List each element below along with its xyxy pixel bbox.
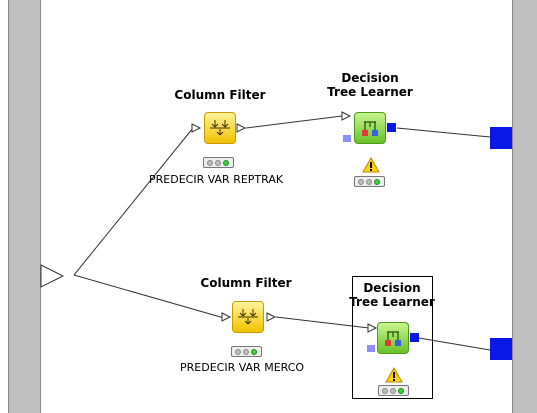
- node-title-cf2: Column Filter: [196, 276, 296, 290]
- cf1-output-port: [236, 123, 247, 133]
- cf1-input-port: [191, 123, 202, 133]
- connection-cf2-to-dt2: [275, 316, 370, 329]
- column-filter-icon: [210, 120, 230, 136]
- metanode-output-port-1[interactable]: [490, 127, 512, 149]
- connection-dt1-to-out1: [396, 127, 491, 138]
- column-filter-node[interactable]: [232, 301, 264, 333]
- node-title-line: Tree Learner: [327, 85, 413, 99]
- cf2-input-port: [221, 312, 232, 322]
- column-filter-node[interactable]: [204, 112, 236, 144]
- dt2-model-output-port[interactable]: [410, 333, 419, 342]
- connection-cf1-to-dt1: [245, 115, 343, 129]
- status-light-dt1: [354, 176, 385, 187]
- status-light-dt2: [378, 385, 409, 396]
- status-light-cf1: [203, 157, 234, 168]
- node-title-line: Tree Learner: [349, 295, 435, 309]
- cf2-output-port: [266, 312, 277, 322]
- status-light-cf2: [231, 346, 262, 357]
- node-title-line: Decision: [341, 71, 399, 85]
- decision-tree-learner-node[interactable]: [354, 112, 386, 144]
- dt2-input-port: [367, 323, 378, 333]
- warning-icon: [362, 157, 380, 173]
- node-title-cf1: Column Filter: [170, 88, 270, 102]
- warning-icon: [385, 367, 403, 383]
- dt2-pmml-input-port[interactable]: [367, 345, 375, 352]
- node-title-dt2: Decision Tree Learner: [342, 281, 442, 309]
- decision-tree-icon: [362, 121, 378, 136]
- connection-input-to-cf2: [73, 274, 225, 319]
- node-title-line: Column Filter: [174, 88, 266, 102]
- node-comment-cf2[interactable]: PREDECIR VAR MERCO: [180, 361, 305, 374]
- dt1-model-output-port[interactable]: [387, 123, 396, 132]
- node-comment-cf1[interactable]: PREDECIR VAR REPTRAK: [149, 173, 284, 186]
- column-filter-icon: [238, 309, 258, 325]
- dt1-input-port: [341, 111, 352, 121]
- metanode-input-panel: [8, 0, 41, 413]
- dt1-pmml-input-port[interactable]: [343, 135, 351, 142]
- node-title-line: Decision: [363, 281, 421, 295]
- node-title-dt1: Decision Tree Learner: [320, 71, 420, 99]
- connection-dt2-to-out2: [418, 337, 491, 351]
- metanode-input-port: [40, 264, 65, 288]
- decision-tree-icon: [385, 331, 401, 346]
- metanode-output-port-2[interactable]: [490, 338, 512, 360]
- connection-input-to-cf1: [73, 127, 194, 276]
- node-selection-box[interactable]: [352, 276, 433, 399]
- decision-tree-learner-node[interactable]: [377, 322, 409, 354]
- metanode-output-panel: [512, 0, 537, 413]
- node-title-line: Column Filter: [200, 276, 292, 290]
